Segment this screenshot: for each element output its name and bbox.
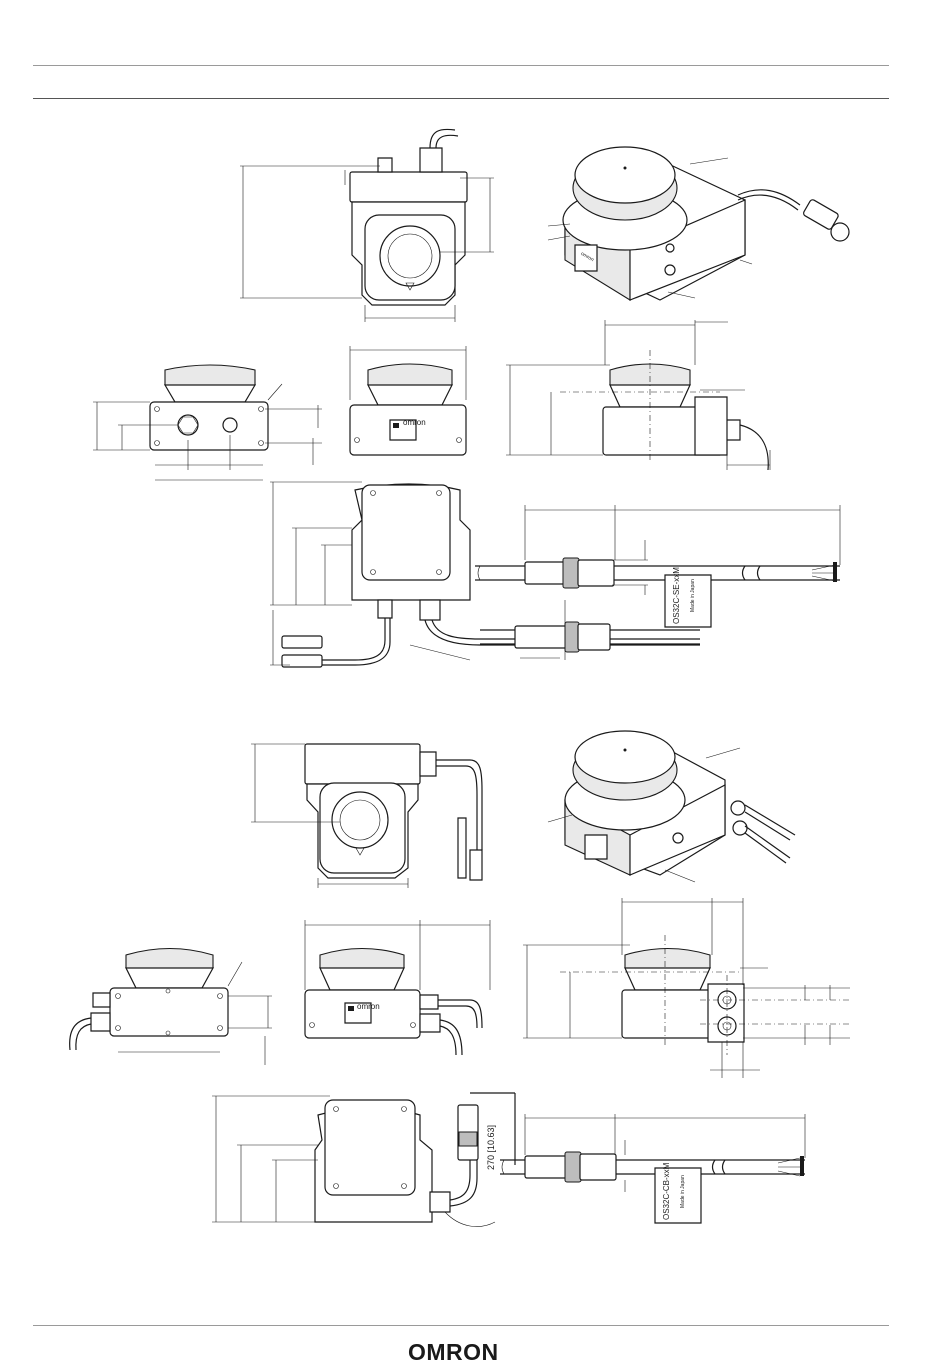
front-view-3	[251, 744, 482, 888]
cable-tag-2: OS32C-CB-xxM	[662, 1163, 671, 1220]
side-view-4	[70, 949, 272, 1066]
cable-assembly-1	[475, 505, 840, 660]
brand-label-2: omron	[357, 1002, 380, 1011]
cable-tag-2-small: Made in Japan	[680, 1175, 686, 1208]
front-view-4	[305, 920, 490, 1055]
cable-length-dimension: 270 [10.63]	[486, 1125, 496, 1170]
cable-tag-1: OS32C-SE-xxM	[672, 567, 681, 624]
front-view-2	[350, 346, 466, 455]
brand-label-1: omron	[403, 418, 426, 427]
front-view-1	[240, 129, 494, 322]
side-view-3	[506, 320, 770, 470]
side-view-5	[523, 898, 850, 1078]
isometric-view-1	[548, 147, 849, 300]
side-view-1	[93, 365, 322, 480]
cable-tag-1-small: Made in Japan	[690, 579, 696, 612]
rear-view-2	[212, 1093, 515, 1227]
omron-logo: OMRON	[408, 1339, 499, 1366]
footer-rule	[33, 1325, 889, 1326]
cable-assembly-2	[500, 1114, 805, 1223]
isometric-view-2	[548, 731, 795, 882]
